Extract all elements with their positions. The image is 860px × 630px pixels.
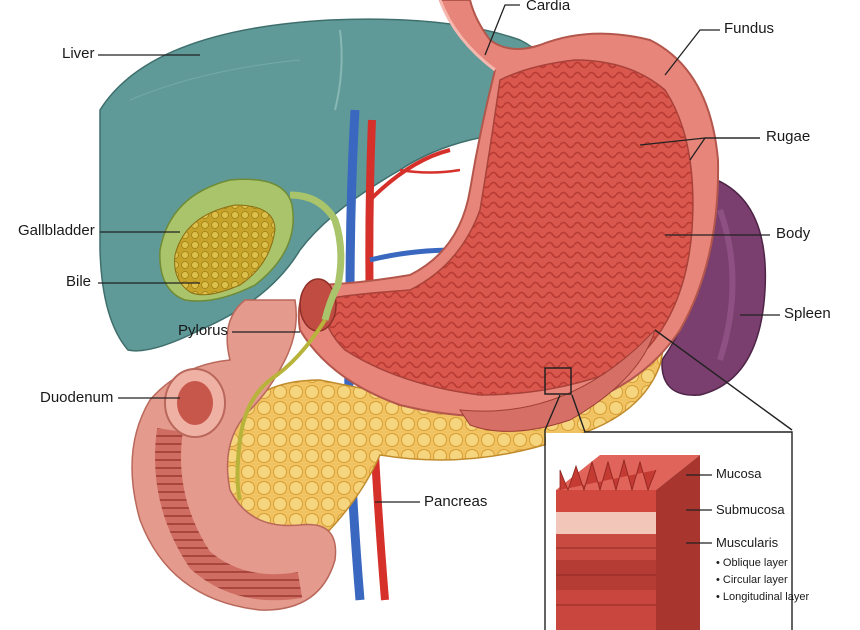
label-pancreas: Pancreas [424, 493, 488, 510]
label-gallbladder: Gallbladder [18, 222, 95, 239]
label-submucosa: Submucosa [716, 502, 785, 517]
tissue-block [556, 455, 700, 630]
label-spleen: Spleen [784, 305, 831, 322]
label-duodenum: Duodenum [40, 389, 114, 406]
label-rugae: Rugae [766, 128, 811, 145]
label-muscularis: Muscularis [716, 535, 779, 550]
gallbladder [159, 178, 345, 501]
duodenum [131, 299, 337, 611]
label-body: Body [776, 225, 811, 242]
label-fundus: Fundus [724, 20, 775, 37]
label-liver: Liver [62, 45, 95, 62]
leader-lines [98, 4, 780, 544]
label-pylorus: Pylorus [178, 322, 229, 339]
stomach [297, 0, 720, 418]
label-cardia: Cardia [526, 0, 571, 14]
label-longitudinal-layer: • Longitudinal layer [716, 591, 810, 603]
inset-marker-box [544, 367, 572, 395]
label-circular-layer: • Circular layer [716, 574, 788, 586]
wall-layers-inset [544, 329, 793, 630]
label-mucosa: Mucosa [716, 466, 762, 481]
label-oblique-layer: • Oblique layer [716, 557, 788, 569]
label-bile: Bile [66, 273, 92, 290]
stomach-wall-section [458, 329, 656, 432]
